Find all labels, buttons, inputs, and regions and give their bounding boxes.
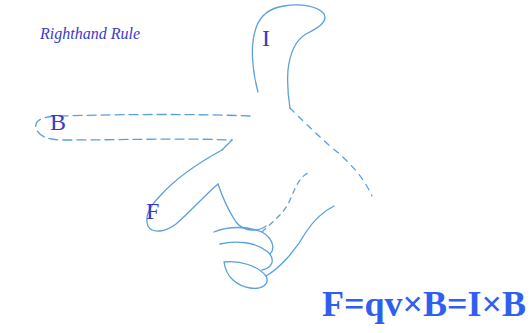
palm-line (262, 172, 310, 232)
hand-outline (218, 184, 266, 230)
curled-finger (224, 262, 267, 289)
vector-label: B (50, 110, 66, 134)
hand-outline (222, 140, 232, 150)
thumb-outline (252, 5, 325, 108)
diagram-title: Righthand Rule (40, 26, 140, 42)
curled-finger (214, 228, 273, 255)
vector-label: F (146, 199, 159, 223)
palm-outline (266, 206, 334, 276)
middle-finger-outline (147, 150, 222, 231)
curled-finger (220, 242, 272, 270)
index-finger-outline (36, 115, 250, 141)
wrist-outline (290, 108, 372, 196)
formula: F=qv×B=I×B (322, 286, 526, 322)
vector-label: I (262, 26, 270, 50)
